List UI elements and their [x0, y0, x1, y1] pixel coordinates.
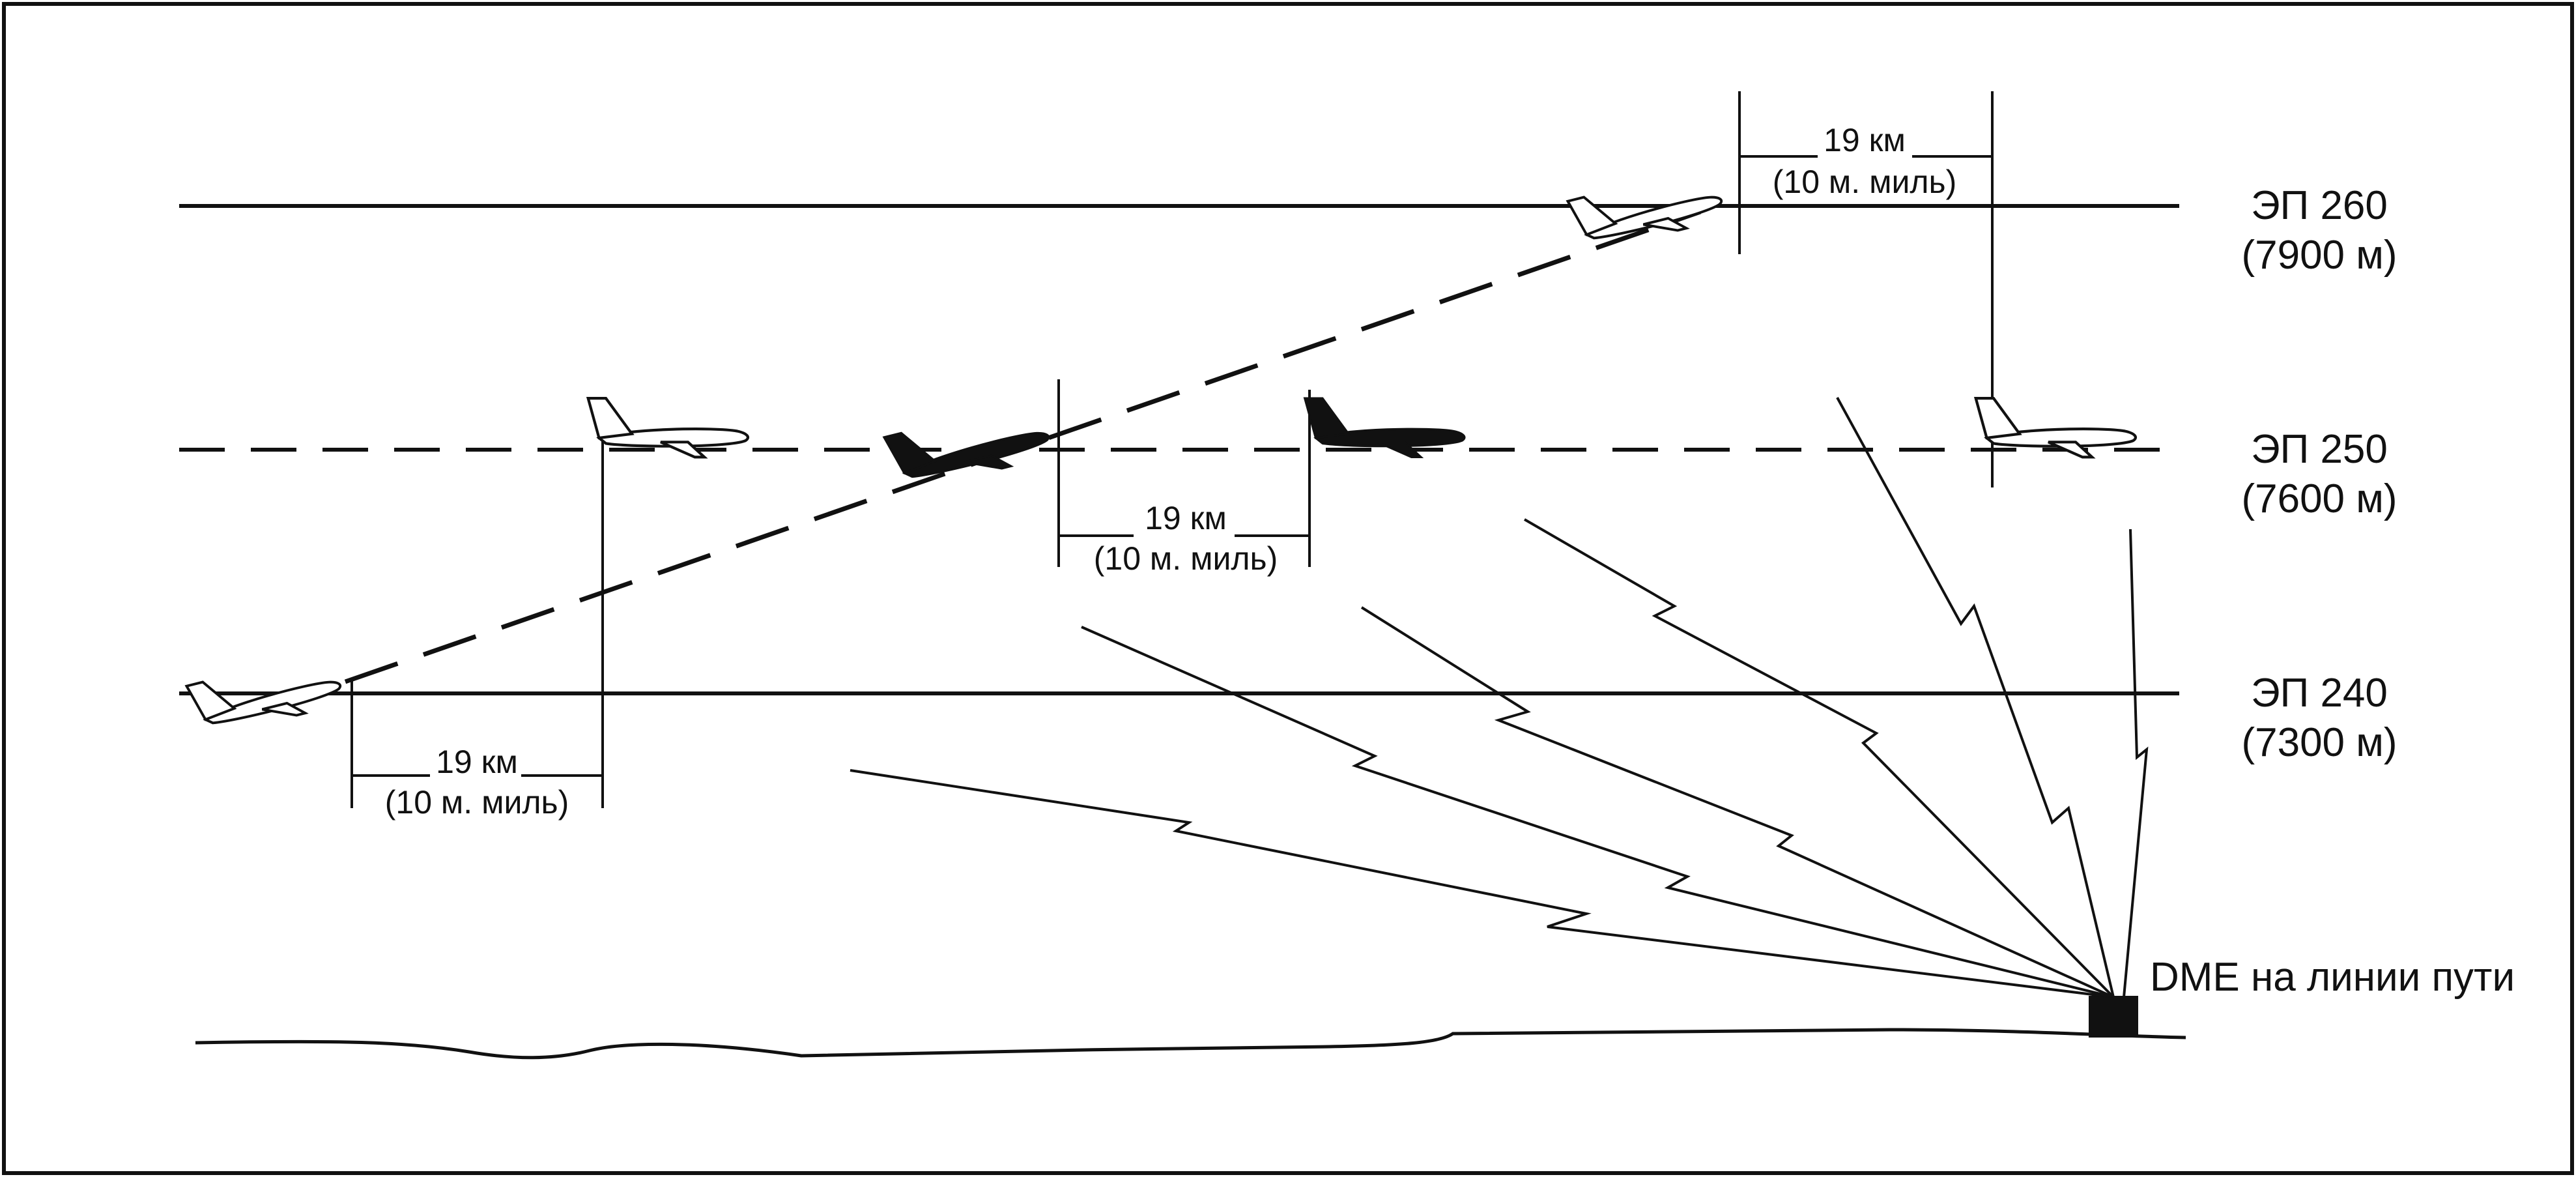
distance-km-fl250: 19 км	[1145, 500, 1227, 536]
distance-marker-fl250	[1057, 379, 1311, 567]
fl260-altitude: (7900 м)	[2241, 233, 2397, 278]
distance-km-fl260: 19 км	[1824, 122, 1906, 158]
fl240-code: ЭП 240	[2251, 671, 2388, 716]
ground-line	[195, 1028, 2186, 1060]
fl250-code: ЭП 250	[2251, 427, 2388, 472]
distance-nm-fl250: (10 м. миль)	[1094, 540, 1278, 577]
dme-station-icon	[2089, 996, 2138, 1038]
fl240-altitude: (7300 м)	[2241, 720, 2397, 765]
distance-km-fl240: 19 км	[436, 744, 518, 780]
dme-signal-rays	[850, 397, 2149, 998]
fl250-altitude: (7600 м)	[2241, 476, 2397, 521]
aircraft-icon	[883, 398, 1055, 496]
distance-marker-fl240	[351, 434, 604, 808]
aircraft-icon	[1566, 164, 1727, 256]
distance-nm-fl260: (10 м. миль)	[1773, 164, 1957, 200]
dme-label: DME на линии пути	[2150, 955, 2515, 1000]
fl260-code: ЭП 260	[2251, 183, 2388, 228]
distance-nm-fl240: (10 м. миль)	[385, 784, 569, 821]
